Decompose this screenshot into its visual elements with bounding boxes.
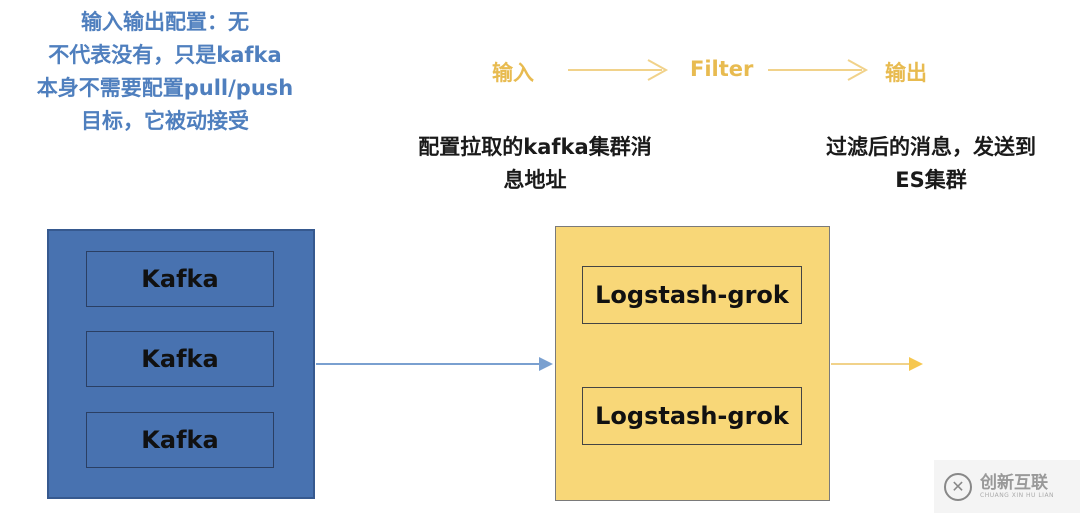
watermark-text: 创新互联 CHUANG XIN HU LIAN [980, 474, 1054, 500]
flow-arrow-input-filter [568, 59, 669, 81]
logstash-node: Logstash-grok [582, 387, 802, 445]
note-line: 目标，它被动接受 [81, 109, 249, 133]
logstash-node: Logstash-grok [582, 266, 802, 324]
flow-filter-label: Filter [690, 57, 754, 81]
kafka-to-logstash-arrow [316, 357, 553, 371]
flow-output-label: 输出 [885, 61, 927, 85]
input-description-line: 配置拉取的kafka集群消 [418, 135, 652, 159]
kafka-node: Kafka [86, 251, 274, 307]
flow-input-label: 输入 [492, 61, 534, 85]
io-config-note: 输入输出配置：无 不代表没有，只是kafka 本身不需要配置pull/push … [10, 6, 320, 138]
output-description-line: ES集群 [895, 168, 967, 192]
output-description: 过滤后的消息，发送到 ES集群 [786, 131, 1076, 197]
input-description: 配置拉取的kafka集群消 息地址 [388, 131, 682, 197]
watermark-logo-icon: ✕ [944, 472, 972, 501]
note-line: 输入输出配置：无 [81, 10, 249, 34]
watermark-en: CHUANG XIN HU LIAN [980, 491, 1055, 499]
kafka-node: Kafka [86, 331, 274, 387]
note-line: 不代表没有，只是kafka [48, 43, 282, 67]
output-description-line: 过滤后的消息，发送到 [826, 135, 1036, 159]
kafka-node: Kafka [86, 412, 274, 468]
watermark: ✕ 创新互联 CHUANG XIN HU LIAN [934, 460, 1080, 513]
note-line: 本身不需要配置pull/push [36, 76, 294, 100]
logstash-to-es-arrow [831, 357, 923, 371]
flow-arrow-filter-output [768, 59, 869, 81]
watermark-cn: 创新互联 [980, 472, 1048, 493]
input-description-line: 息地址 [503, 168, 567, 192]
